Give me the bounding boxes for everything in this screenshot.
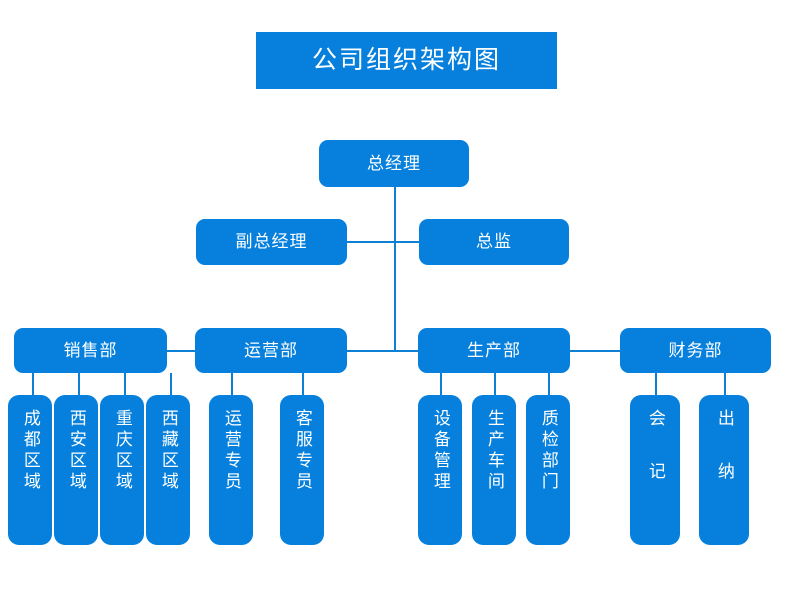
node-unit-operations-specialist[interactable]: 运营专员	[209, 395, 253, 545]
node-general-manager[interactable]: 总经理	[319, 140, 469, 187]
connector-level2-bus	[347, 241, 423, 243]
node-department-sales-label: 销售部	[63, 340, 118, 360]
node-unit-equipment-management-label: 设备管理	[430, 409, 450, 493]
node-unit-production-workshop-label: 生产车间	[484, 409, 504, 493]
node-unit-xian-label: 西安区域	[66, 409, 86, 493]
connector-production-to-finance	[570, 350, 620, 352]
node-unit-tibet-label: 西藏区域	[158, 409, 178, 493]
connector-trunk-to-production	[394, 350, 418, 352]
node-unit-cashier-label: 出纳	[714, 409, 734, 515]
node-unit-cashier[interactable]: 出纳	[699, 395, 749, 545]
node-department-operations[interactable]: 运营部	[195, 328, 347, 373]
node-department-finance[interactable]: 财务部	[620, 328, 771, 373]
page-title: 公司组织架构图	[311, 46, 501, 74]
node-unit-quality-inspection-label: 质检部门	[538, 409, 558, 493]
connector-sales-to-operations	[167, 350, 195, 352]
connector-gm-trunk	[394, 187, 396, 242]
node-unit-customer-service[interactable]: 客服专员	[280, 395, 324, 545]
node-unit-tibet[interactable]: 西藏区域	[146, 395, 190, 545]
connector-sales-chengdu	[32, 373, 34, 395]
node-unit-chongqing-label: 重庆区域	[112, 409, 132, 493]
node-unit-equipment-management[interactable]: 设备管理	[418, 395, 462, 545]
connector-operations-to-trunk	[347, 350, 395, 352]
node-unit-accounting-label: 会记	[645, 409, 665, 515]
connector-trunk-to-departments	[394, 241, 396, 351]
node-deputy-general-manager[interactable]: 副总经理	[196, 219, 347, 265]
connector-finance-accounting	[655, 373, 657, 395]
node-department-production[interactable]: 生产部	[418, 328, 570, 373]
node-department-operations-label: 运营部	[244, 340, 298, 360]
node-deputy-general-manager-label: 副总经理	[235, 232, 308, 252]
node-director-label: 总监	[476, 232, 512, 252]
node-unit-quality-inspection[interactable]: 质检部门	[526, 395, 570, 545]
node-unit-accounting[interactable]: 会记	[630, 395, 680, 545]
node-unit-production-workshop[interactable]: 生产车间	[472, 395, 516, 545]
connector-operations-specialist	[231, 373, 233, 395]
node-unit-xian[interactable]: 西安区域	[54, 395, 98, 545]
node-department-production-label: 生产部	[467, 340, 521, 360]
connector-operations-customer-service	[302, 373, 304, 395]
node-department-finance-label: 财务部	[668, 340, 723, 360]
connector-production-equipment	[440, 373, 442, 395]
node-unit-chengdu[interactable]: 成都区域	[8, 395, 52, 545]
node-general-manager-label: 总经理	[367, 153, 421, 173]
connector-sales-tibet	[170, 373, 172, 395]
connector-finance-cashier	[724, 373, 726, 395]
node-unit-chengdu-label: 成都区域	[20, 409, 40, 493]
node-unit-customer-service-label: 客服专员	[292, 409, 312, 493]
connector-sales-chongqing	[124, 373, 126, 395]
node-unit-operations-specialist-label: 运营专员	[221, 409, 241, 493]
connector-production-quality	[548, 373, 550, 395]
chart-title-banner: 公司组织架构图	[256, 32, 557, 89]
node-director[interactable]: 总监	[419, 219, 569, 265]
node-department-sales[interactable]: 销售部	[14, 328, 167, 373]
connector-production-workshop	[494, 373, 496, 395]
connector-sales-xian	[78, 373, 80, 395]
node-unit-chongqing[interactable]: 重庆区域	[100, 395, 144, 545]
